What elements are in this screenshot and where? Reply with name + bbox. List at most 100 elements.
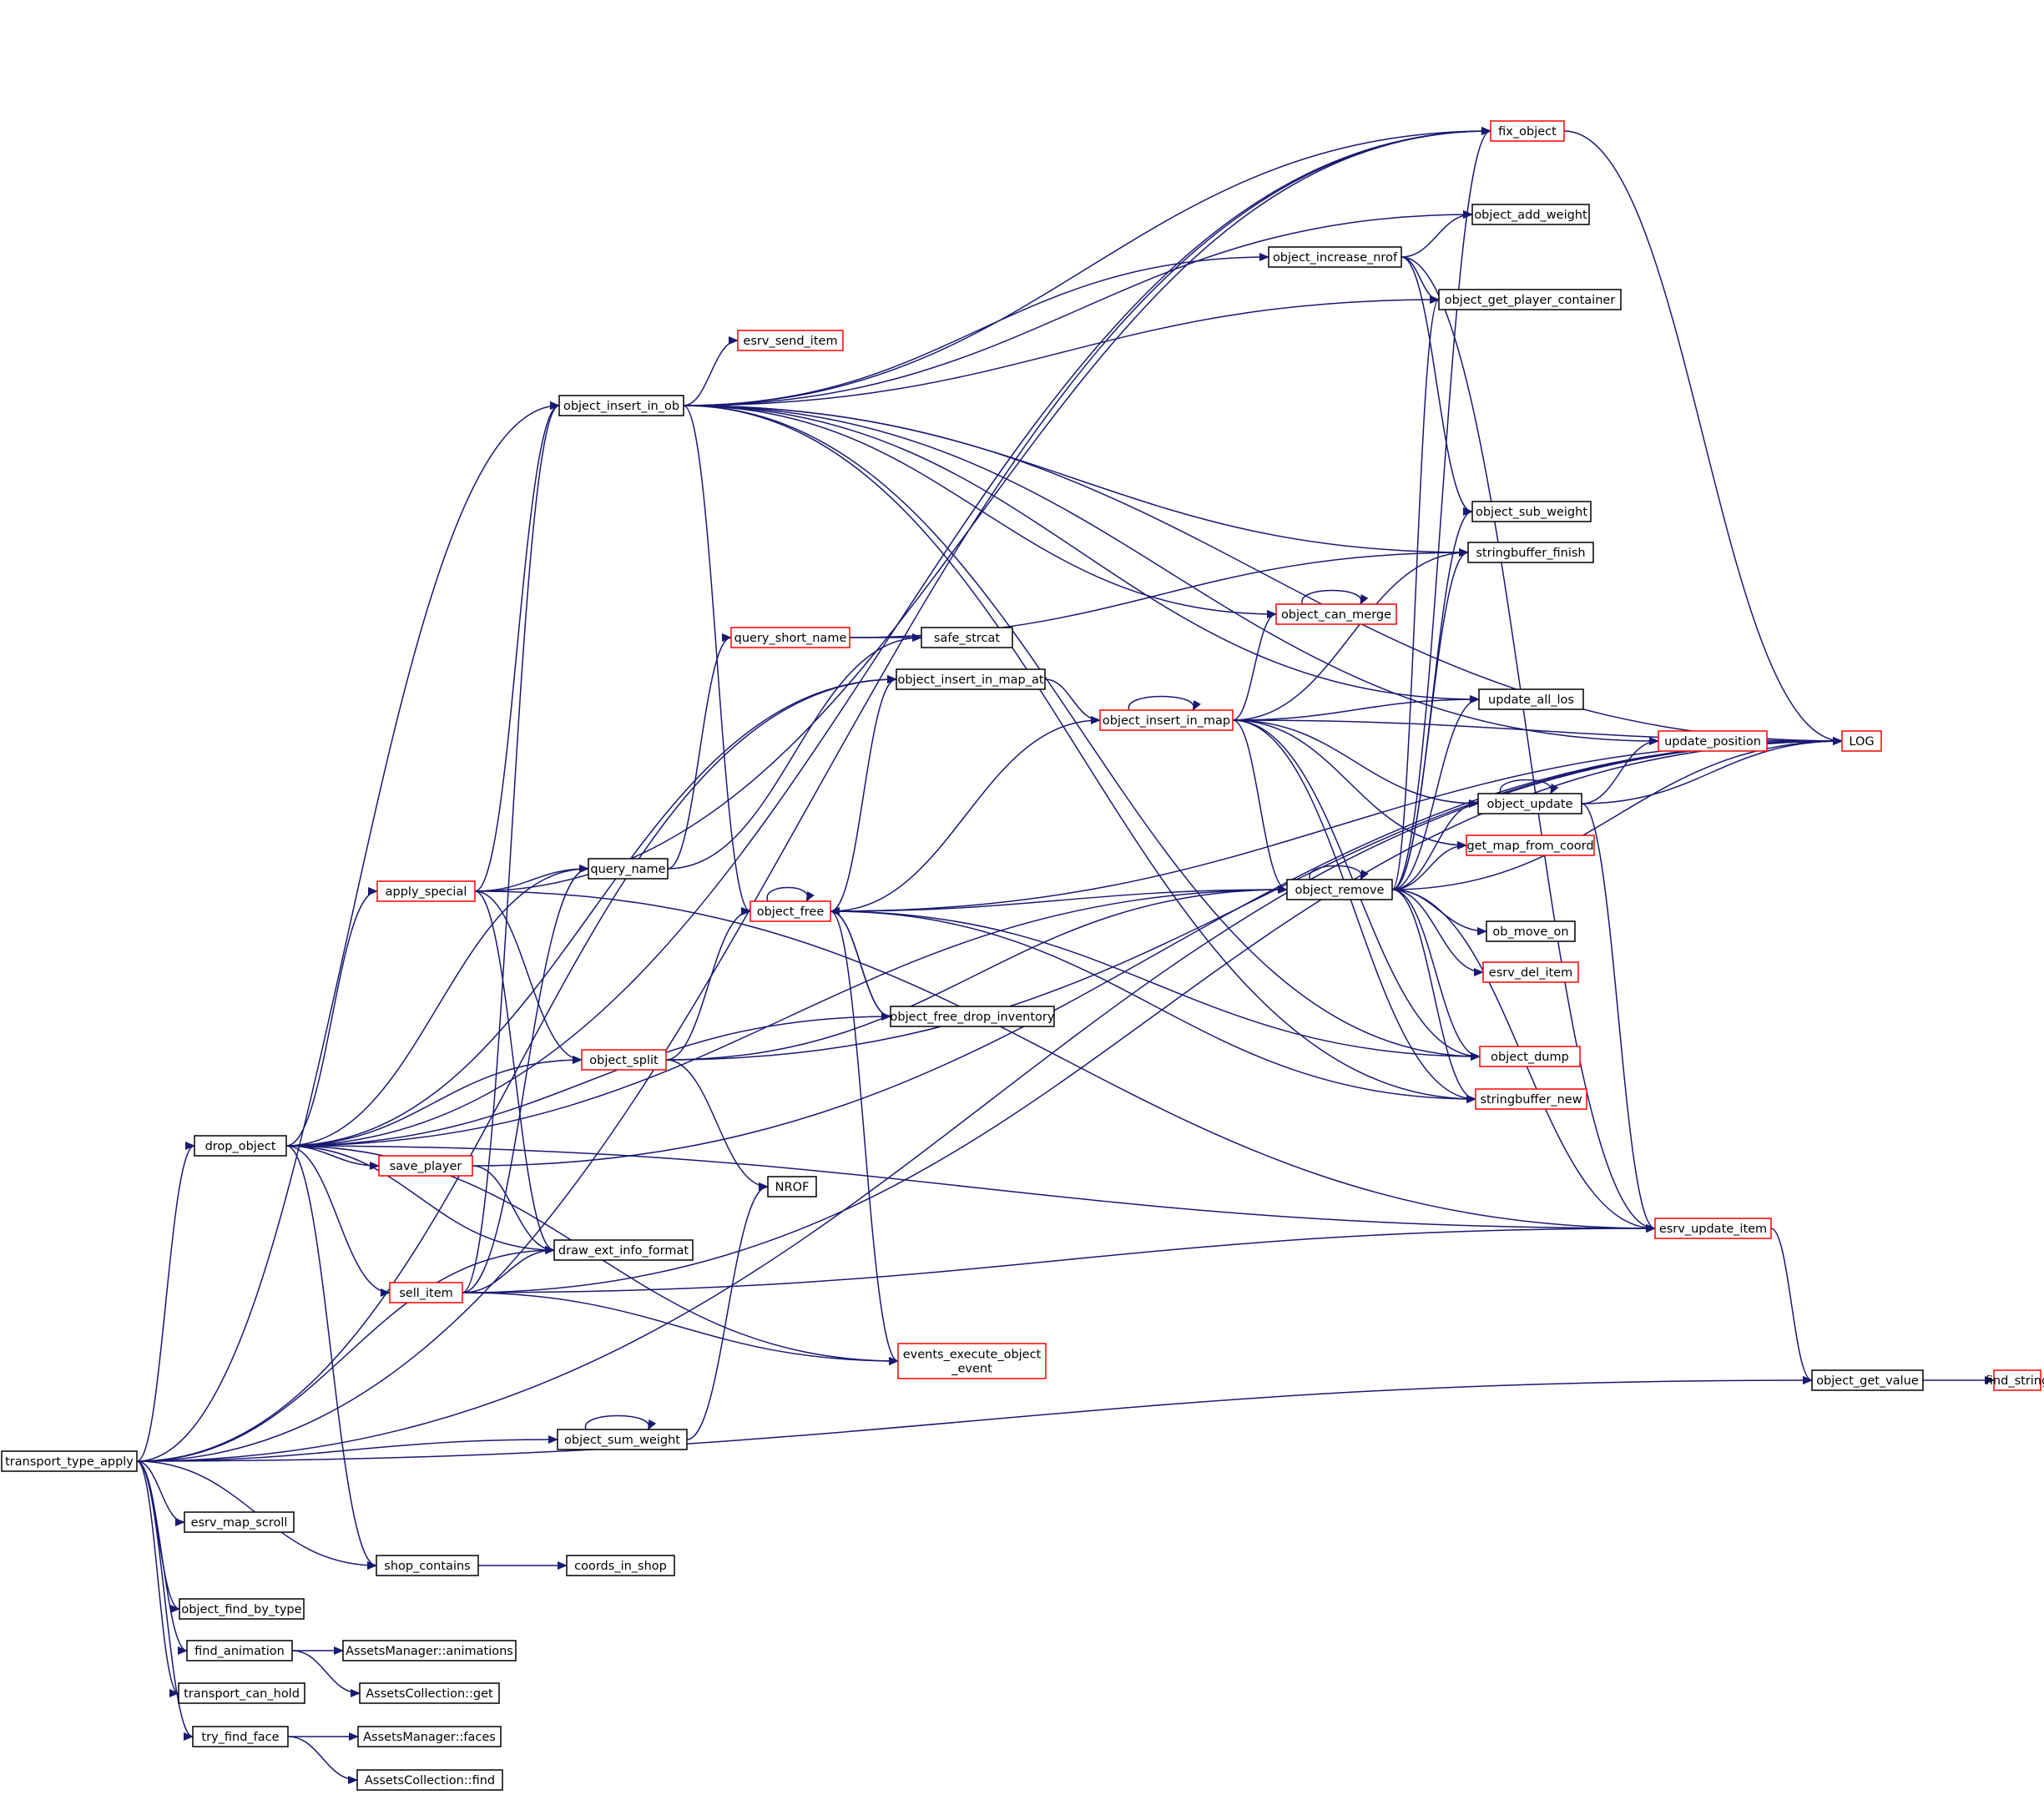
node-box[interactable] <box>359 1682 500 1704</box>
node-coords_in_shop[interactable]: coords_in_shop <box>566 1555 675 1576</box>
node-box[interactable] <box>1467 542 1594 563</box>
node-esrv_del_item[interactable]: esrv_del_item <box>1482 961 1579 983</box>
node-AssetsManager_faces[interactable]: AssetsManager::faces <box>357 1726 502 1747</box>
node-box[interactable] <box>553 1239 694 1261</box>
node-events_execute_object_event[interactable]: events_execute_object_event <box>897 1343 1047 1379</box>
node-box[interactable] <box>1478 688 1584 710</box>
node-shop_contains[interactable]: shop_contains <box>376 1555 479 1576</box>
node-box[interactable] <box>192 1726 289 1747</box>
node-box[interactable] <box>921 627 1013 648</box>
node-object_update[interactable]: object_update <box>1477 793 1582 814</box>
node-apply_special[interactable]: apply_special <box>376 880 476 902</box>
node-box[interactable] <box>1490 120 1565 142</box>
node-box[interactable] <box>356 1769 503 1791</box>
node-AssetsManager_animations[interactable]: AssetsManager::animations <box>342 1640 517 1661</box>
node-object_free[interactable]: object_free <box>749 900 831 922</box>
node-box[interactable] <box>1286 879 1393 900</box>
node-box[interactable] <box>1471 501 1592 522</box>
node-sell_item[interactable]: sell_item <box>389 1282 463 1303</box>
node-stringbuffer_finish[interactable]: stringbuffer_finish <box>1467 542 1594 563</box>
node-object_find_by_type[interactable]: object_find_by_type <box>179 1598 305 1620</box>
node-query_short_name[interactable]: query_short_name <box>730 627 850 648</box>
node-object_insert_in_ob[interactable]: object_insert_in_ob <box>558 395 684 416</box>
node-box[interactable] <box>749 900 831 922</box>
node-NROF[interactable]: NROF <box>767 1176 817 1198</box>
node-box[interactable] <box>1477 793 1582 814</box>
node-object_insert_in_map_at[interactable]: object_insert_in_map_at <box>896 668 1046 690</box>
node-box[interactable] <box>896 668 1046 690</box>
node-box[interactable] <box>1482 961 1579 983</box>
node-box[interactable] <box>1658 730 1768 752</box>
node-box[interactable] <box>378 1155 473 1177</box>
node-object_increase_nrof[interactable]: object_increase_nrof <box>1268 246 1402 268</box>
node-box[interactable] <box>376 880 476 902</box>
node-box[interactable] <box>1099 709 1234 731</box>
node-box[interactable] <box>588 858 669 880</box>
node-box[interactable] <box>194 1135 287 1157</box>
node-LOG[interactable]: LOG <box>1841 730 1882 752</box>
node-object_insert_in_map[interactable]: object_insert_in_map <box>1099 709 1234 731</box>
node-object_sub_weight[interactable]: object_sub_weight <box>1471 501 1592 522</box>
node-box[interactable] <box>1654 1218 1772 1239</box>
node-box[interactable] <box>897 1343 1047 1379</box>
node-draw_ext_info_format[interactable]: draw_ext_info_format <box>553 1239 694 1261</box>
node-box[interactable] <box>566 1555 675 1576</box>
node-box[interactable] <box>1268 246 1402 268</box>
node-esrv_update_item[interactable]: esrv_update_item <box>1654 1218 1772 1239</box>
node-box[interactable] <box>557 1429 688 1450</box>
node-object_split[interactable]: object_split <box>581 1049 667 1071</box>
node-object_sum_weight[interactable]: object_sum_weight <box>557 1429 688 1450</box>
node-box[interactable] <box>1 1450 138 1472</box>
node-box[interactable] <box>558 395 684 416</box>
node-box[interactable] <box>890 1006 1055 1027</box>
node-update_position[interactable]: update_position <box>1658 730 1768 752</box>
node-box[interactable] <box>1466 834 1595 856</box>
node-drop_object[interactable]: drop_object <box>194 1135 287 1157</box>
node-box[interactable] <box>767 1176 817 1198</box>
node-box[interactable] <box>1486 920 1576 942</box>
node-box[interactable] <box>186 1640 293 1661</box>
node-box[interactable] <box>179 1598 305 1620</box>
node-box[interactable] <box>1275 603 1397 625</box>
node-esrv_map_scroll[interactable]: esrv_map_scroll <box>184 1511 295 1533</box>
node-box[interactable] <box>389 1282 463 1303</box>
node-AssetsCollection_get[interactable]: AssetsCollection::get <box>359 1682 500 1704</box>
node-stringbuffer_new[interactable]: stringbuffer_new <box>1475 1088 1587 1110</box>
node-find_string[interactable]: find_string <box>1986 1369 2044 1391</box>
node-get_map_from_coord[interactable]: get_map_from_coord <box>1466 834 1595 856</box>
node-box[interactable] <box>1811 1369 1924 1391</box>
node-box[interactable] <box>1841 730 1882 752</box>
node-update_all_los[interactable]: update_all_los <box>1478 688 1584 710</box>
node-box[interactable] <box>730 627 850 648</box>
node-box[interactable] <box>357 1726 502 1747</box>
node-query_name[interactable]: query_name <box>588 858 669 880</box>
node-box[interactable] <box>1475 1088 1587 1110</box>
node-object_add_weight[interactable]: object_add_weight <box>1471 204 1590 225</box>
node-object_remove[interactable]: object_remove <box>1286 879 1393 900</box>
node-object_free_drop_inventory[interactable]: object_free_drop_inventory <box>890 1006 1055 1027</box>
node-box[interactable] <box>342 1640 517 1661</box>
node-ob_move_on[interactable]: ob_move_on <box>1486 920 1576 942</box>
node-transport_can_hold[interactable]: transport_can_hold <box>178 1682 305 1704</box>
node-box[interactable] <box>1438 289 1622 310</box>
node-box[interactable] <box>376 1555 479 1576</box>
node-object_can_merge[interactable]: object_can_merge <box>1275 603 1397 625</box>
node-transport_type_apply[interactable]: transport_type_apply <box>1 1450 138 1472</box>
node-safe_strcat[interactable]: safe_strcat <box>921 627 1013 648</box>
node-save_player[interactable]: save_player <box>378 1155 473 1177</box>
node-box[interactable] <box>178 1682 305 1704</box>
node-try_find_face[interactable]: try_find_face <box>192 1726 289 1747</box>
node-box[interactable] <box>581 1049 667 1071</box>
node-box[interactable] <box>1993 1369 2041 1391</box>
node-box[interactable] <box>1479 1046 1581 1067</box>
node-box[interactable] <box>1471 204 1590 225</box>
node-object_get_value[interactable]: object_get_value <box>1811 1369 1924 1391</box>
node-esrv_send_item[interactable]: esrv_send_item <box>737 330 844 351</box>
node-box[interactable] <box>184 1511 295 1533</box>
node-object_dump[interactable]: object_dump <box>1479 1046 1581 1067</box>
node-object_get_player_container[interactable]: object_get_player_container <box>1438 289 1622 310</box>
node-find_animation[interactable]: find_animation <box>186 1640 293 1661</box>
node-box[interactable] <box>737 330 844 351</box>
node-fix_object[interactable]: fix_object <box>1490 120 1565 142</box>
node-AssetsCollection_find[interactable]: AssetsCollection::find <box>356 1769 503 1791</box>
